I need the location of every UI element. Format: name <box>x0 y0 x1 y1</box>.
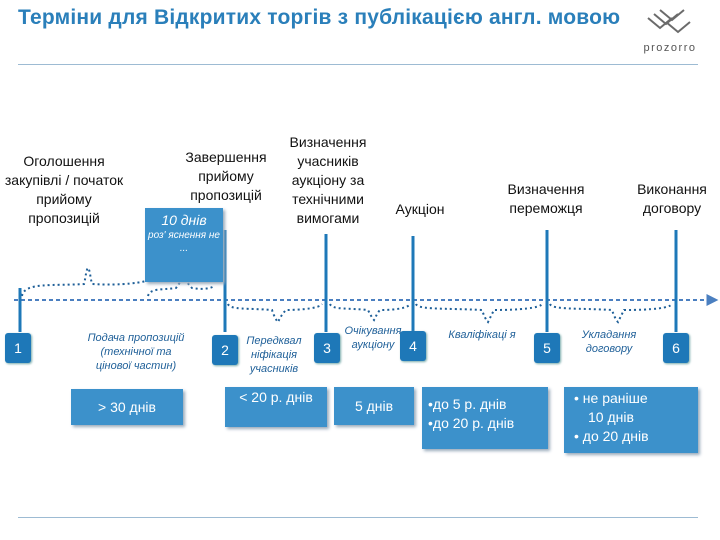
phase-label-1: Подача пропозицій (технічної та цінової … <box>87 332 185 372</box>
logo-text: prozorro <box>643 42 697 54</box>
clarification-box: 10 днів роз' яснення не ... <box>145 208 223 282</box>
prozorro-logo-icon <box>647 9 691 34</box>
duration-box-2: < 20 р. днів <box>225 387 327 427</box>
stage-label-4: Аукціон <box>395 201 445 217</box>
clarification-days: 10 днів <box>161 212 207 228</box>
duration-box-1: > 30 днів <box>71 389 183 425</box>
stage-label-6: Виконання договору <box>637 181 707 216</box>
stage-label-1: Оголошення закупівлі / початок прийому п… <box>4 153 124 226</box>
brace-clarification <box>147 276 215 297</box>
brace-phase-3 <box>329 303 411 322</box>
phase-label-2: Передквал ніфікація учасників <box>246 335 302 375</box>
page-title: Терміни для Відкритих торгів з публікаці… <box>18 6 621 29</box>
bottom-divider <box>18 517 698 518</box>
duration-4-line-2: •до 20 р. днів <box>428 415 515 431</box>
duration-5-line-3: • до 20 днів <box>574 428 649 444</box>
stage-marker-5: 5 <box>534 333 560 363</box>
duration-4-line-1: •до 5 р. днів <box>428 396 507 412</box>
stage-marker-3: 3 <box>314 333 340 363</box>
duration-box-4: •до 5 р. днів •до 20 р. днів <box>422 387 548 449</box>
brace-phase-4 <box>415 303 543 324</box>
duration-5-line-2: 10 днів <box>588 409 634 425</box>
top-divider <box>18 64 698 65</box>
phase-label-4: Кваліфікаці я <box>448 329 516 341</box>
stage-label-2: Завершення прийому пропозицій <box>185 149 267 203</box>
prozorro-logo: prozorro <box>630 8 710 60</box>
duration-box-3: 5 днів <box>334 387 414 425</box>
stage-label-3: Визначення учасників аукціону за технічн… <box>289 134 367 226</box>
stage-label-5: Визначення переможця <box>507 181 585 216</box>
brace-phase-5 <box>549 303 673 324</box>
phase-label-5: Укладання договору <box>581 329 637 355</box>
brace-phase-2 <box>227 303 323 324</box>
stage-marker-2: 2 <box>212 335 238 365</box>
stage-marker-4: 4 <box>400 331 426 361</box>
brace-phase-1 <box>21 266 149 297</box>
phase-label-3: Очікування аукціону <box>344 325 402 351</box>
duration-box-5: • не раніше 10 днів • до 20 днів <box>564 387 698 453</box>
duration-5-line-1: • не раніше <box>574 390 648 406</box>
stage-marker-1: 1 <box>5 333 31 363</box>
clarification-text: роз' яснення не ... <box>148 230 220 254</box>
stage-marker-6: 6 <box>663 333 689 363</box>
